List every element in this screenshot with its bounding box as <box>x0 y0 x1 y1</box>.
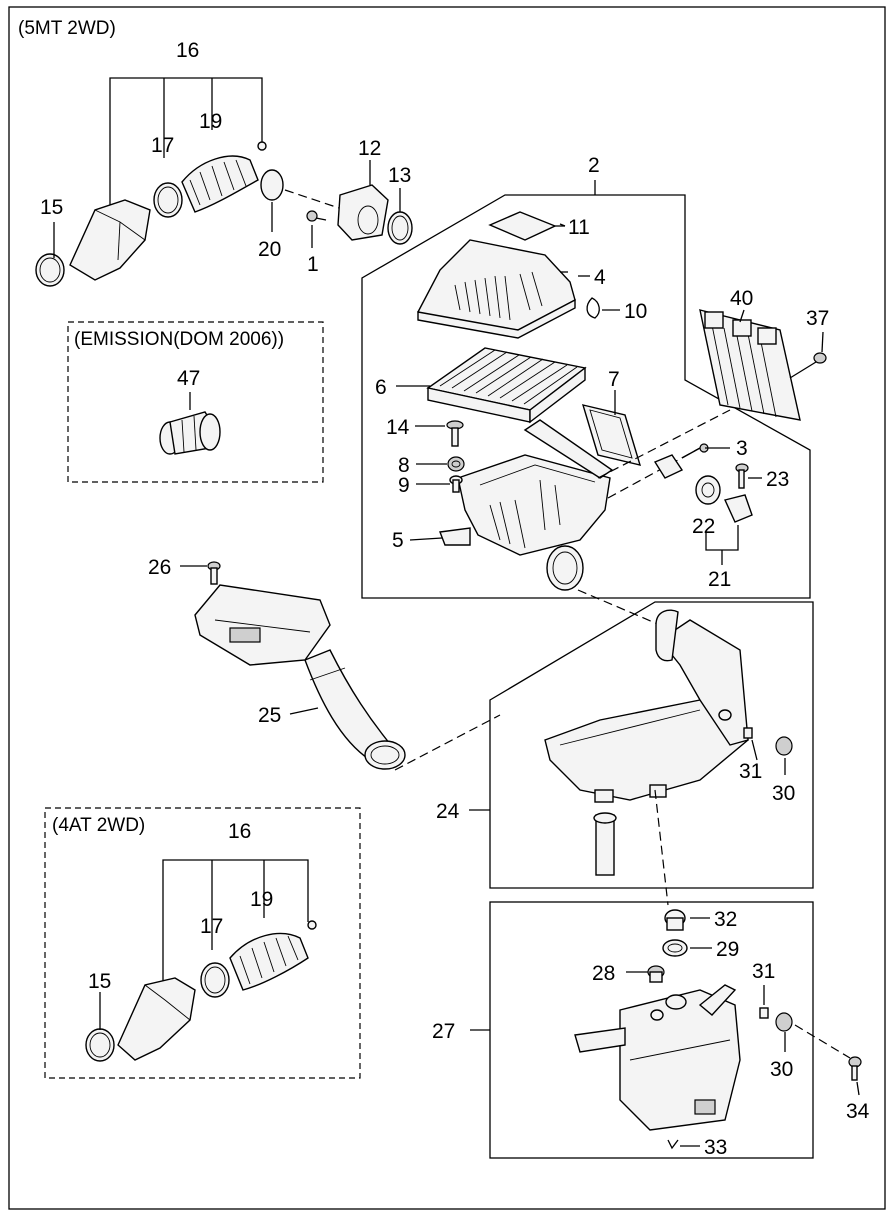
label-5: 5 <box>392 529 404 552</box>
bracket-3 <box>653 443 709 479</box>
upper-cover-4 <box>417 239 576 339</box>
label-14: 14 <box>386 416 410 439</box>
bellows-hose-19-at <box>229 932 309 991</box>
at-box <box>44 807 361 1079</box>
grommet-29 <box>662 939 688 957</box>
label-27: 27 <box>432 1020 455 1043</box>
grommet-30-upper <box>775 736 793 756</box>
pin-31-upper <box>743 727 753 739</box>
label-33: 33 <box>704 1136 727 1159</box>
grommet-8 <box>447 456 465 472</box>
reservoir-27 <box>574 984 741 1131</box>
lower-case-5 <box>439 419 614 591</box>
screw-23 <box>735 463 749 489</box>
intake-hose-assembly-4at <box>85 859 317 1062</box>
label-15: 15 <box>40 196 63 219</box>
label-21: 21 <box>708 568 731 591</box>
ecu-bracket-40 <box>699 309 801 421</box>
label-23: 23 <box>766 468 789 491</box>
label-31-lower: 31 <box>752 960 775 983</box>
label-9: 9 <box>398 474 410 497</box>
bolt-34 <box>794 1024 862 1081</box>
leader-lines <box>53 202 860 1147</box>
bolt-26 <box>207 561 221 585</box>
resonator-box-frame <box>489 601 814 889</box>
pin-31-lower <box>759 1007 769 1019</box>
filter-element-6 <box>426 347 587 424</box>
emission-adapter-47 <box>159 411 221 455</box>
section-caption-5mt: (5MT 2WD) <box>18 18 116 39</box>
clamp-20 <box>260 169 284 201</box>
plug-28 <box>647 965 665 983</box>
grommet-32 <box>664 909 686 931</box>
label-8: 8 <box>398 454 410 477</box>
bolt-1 <box>306 210 318 222</box>
clip-10 <box>586 297 600 319</box>
label-37: 37 <box>806 307 829 330</box>
label-30-lower: 30 <box>770 1058 793 1081</box>
clamp-17 <box>153 182 183 218</box>
label-28: 28 <box>592 962 615 985</box>
label-11: 11 <box>568 216 590 239</box>
label-10: 10 <box>624 300 647 323</box>
clamp-17-at <box>200 962 230 998</box>
airflow-sensor-12 <box>337 184 389 241</box>
gasket-7 <box>581 404 642 466</box>
label-31-upper: 31 <box>739 760 762 783</box>
label-4: 4 <box>594 266 606 289</box>
label-34: 34 <box>846 1100 870 1123</box>
section-caption-emission: (EMISSION(DOM 2006)) <box>74 329 284 350</box>
label-16-at: 16 <box>228 820 251 843</box>
clip-33 <box>667 1139 679 1150</box>
airflow-sensor-group <box>306 160 413 248</box>
label-16: 16 <box>176 39 199 62</box>
outer-frame <box>8 6 886 1210</box>
label-13: 13 <box>388 164 411 187</box>
label-20: 20 <box>258 238 281 261</box>
label-12: 12 <box>358 137 381 160</box>
collar-9 <box>449 475 463 493</box>
emission-box <box>67 321 324 483</box>
label-plate-11 <box>488 211 557 241</box>
label-7: 7 <box>608 368 620 391</box>
label-30-upper: 30 <box>772 782 795 805</box>
label-19: 19 <box>199 110 222 133</box>
grommet-30-lower <box>775 1012 793 1032</box>
intake-hose-assembly-5mt <box>35 77 346 287</box>
label-29: 29 <box>716 938 739 961</box>
label-32: 32 <box>714 908 737 931</box>
bolt-14 <box>446 420 464 447</box>
air-duct-25 <box>194 584 406 770</box>
screw-37 <box>789 352 827 379</box>
label-17-at: 17 <box>200 915 223 938</box>
label-24: 24 <box>436 800 460 823</box>
bracket-21 <box>724 494 753 523</box>
label-15-at: 15 <box>88 970 111 993</box>
label-1: 1 <box>307 253 319 276</box>
air-cleaner-assembly-bracket <box>361 180 811 599</box>
label-22: 22 <box>692 515 715 538</box>
label-40: 40 <box>730 287 753 310</box>
label-25: 25 <box>258 704 281 727</box>
label-47: 47 <box>177 367 200 390</box>
label-17: 17 <box>151 134 174 157</box>
label-19-at: 19 <box>250 888 273 911</box>
label-6: 6 <box>375 376 387 399</box>
label-3: 3 <box>736 437 748 460</box>
section-caption-4at: (4AT 2WD) <box>52 815 145 836</box>
label-26: 26 <box>148 556 171 579</box>
part-labels: 16 17 19 15 12 13 2 20 1 11 4 10 40 37 4… <box>40 39 870 1159</box>
resonator-24 <box>544 609 749 876</box>
bellows-hose-19 <box>181 155 259 213</box>
insulator-22 <box>695 475 721 505</box>
label-2: 2 <box>588 154 600 177</box>
